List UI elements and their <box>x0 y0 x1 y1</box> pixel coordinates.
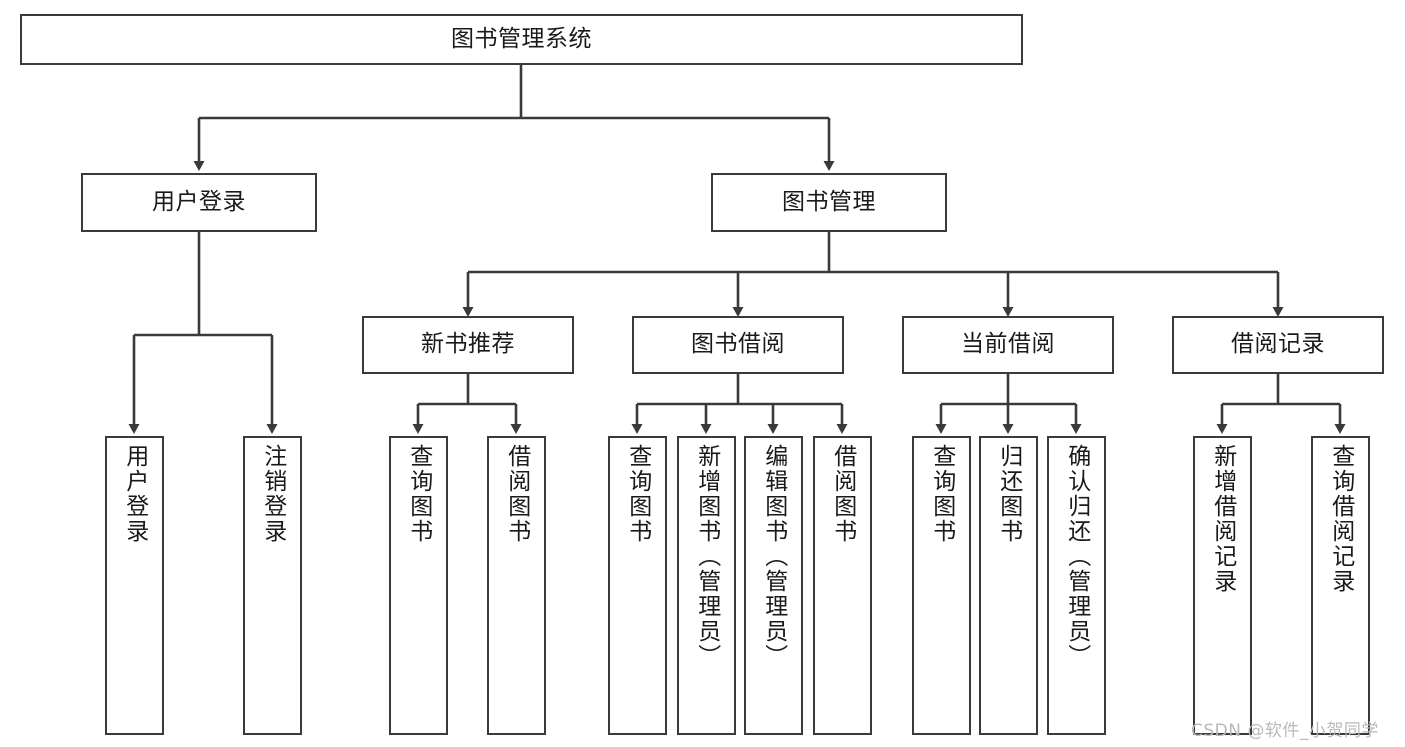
node-root-book-management-system[interactable]: 图书管理系统 <box>20 14 1023 65</box>
node-label: 归还图书 <box>995 444 1022 544</box>
node-label: 查询图书 <box>405 444 432 544</box>
node-label: 编辑图书（管理员） <box>760 444 787 669</box>
node-leaf-query-book-3[interactable]: 查询图书 <box>912 436 971 735</box>
node-label: 用户登录 <box>152 188 246 215</box>
node-label: 借阅图书 <box>503 444 530 544</box>
node-leaf-add-book[interactable]: 新增图书（管理员） <box>677 436 736 735</box>
node-label: 当前借阅 <box>961 331 1055 358</box>
node-book-management[interactable]: 图书管理 <box>711 173 947 232</box>
csdn-watermark: CSDN @软件_小贺同学 <box>1191 721 1379 741</box>
node-book-borrow[interactable]: 图书借阅 <box>632 316 844 374</box>
node-label: 新增图书（管理员） <box>693 444 720 669</box>
node-leaf-logout-login[interactable]: 注销登录 <box>243 436 302 735</box>
node-label: 图书借阅 <box>691 331 785 358</box>
node-leaf-borrow-book-1[interactable]: 借阅图书 <box>487 436 546 735</box>
node-leaf-return-book[interactable]: 归还图书 <box>979 436 1038 735</box>
node-leaf-edit-book[interactable]: 编辑图书（管理员） <box>744 436 803 735</box>
node-current-borrow[interactable]: 当前借阅 <box>902 316 1114 374</box>
node-leaf-query-book-2[interactable]: 查询图书 <box>608 436 667 735</box>
node-label: 用户登录 <box>121 444 148 544</box>
node-label: 新书推荐 <box>421 331 515 358</box>
node-borrow-record[interactable]: 借阅记录 <box>1172 316 1384 374</box>
node-leaf-query-record[interactable]: 查询借阅记录 <box>1311 436 1370 735</box>
node-label: 确认归还（管理员） <box>1063 444 1090 669</box>
node-leaf-query-book-1[interactable]: 查询图书 <box>389 436 448 735</box>
node-label: 查询借阅记录 <box>1327 444 1354 594</box>
node-label: 查询图书 <box>624 444 651 544</box>
node-label: 注销登录 <box>259 444 286 544</box>
node-leaf-add-record[interactable]: 新增借阅记录 <box>1193 436 1252 735</box>
node-label: 图书管理 <box>782 188 876 215</box>
node-leaf-borrow-book-2[interactable]: 借阅图书 <box>813 436 872 735</box>
node-label: 借阅记录 <box>1231 331 1325 358</box>
node-leaf-confirm-return[interactable]: 确认归还（管理员） <box>1047 436 1106 735</box>
node-leaf-user-login[interactable]: 用户登录 <box>105 436 164 735</box>
node-label: 图书管理系统 <box>451 25 592 52</box>
node-label: 查询图书 <box>928 444 955 544</box>
node-new-book-recommend[interactable]: 新书推荐 <box>362 316 574 374</box>
node-user-login[interactable]: 用户登录 <box>81 173 317 232</box>
node-label: 借阅图书 <box>829 444 856 544</box>
node-label: 新增借阅记录 <box>1209 444 1236 594</box>
